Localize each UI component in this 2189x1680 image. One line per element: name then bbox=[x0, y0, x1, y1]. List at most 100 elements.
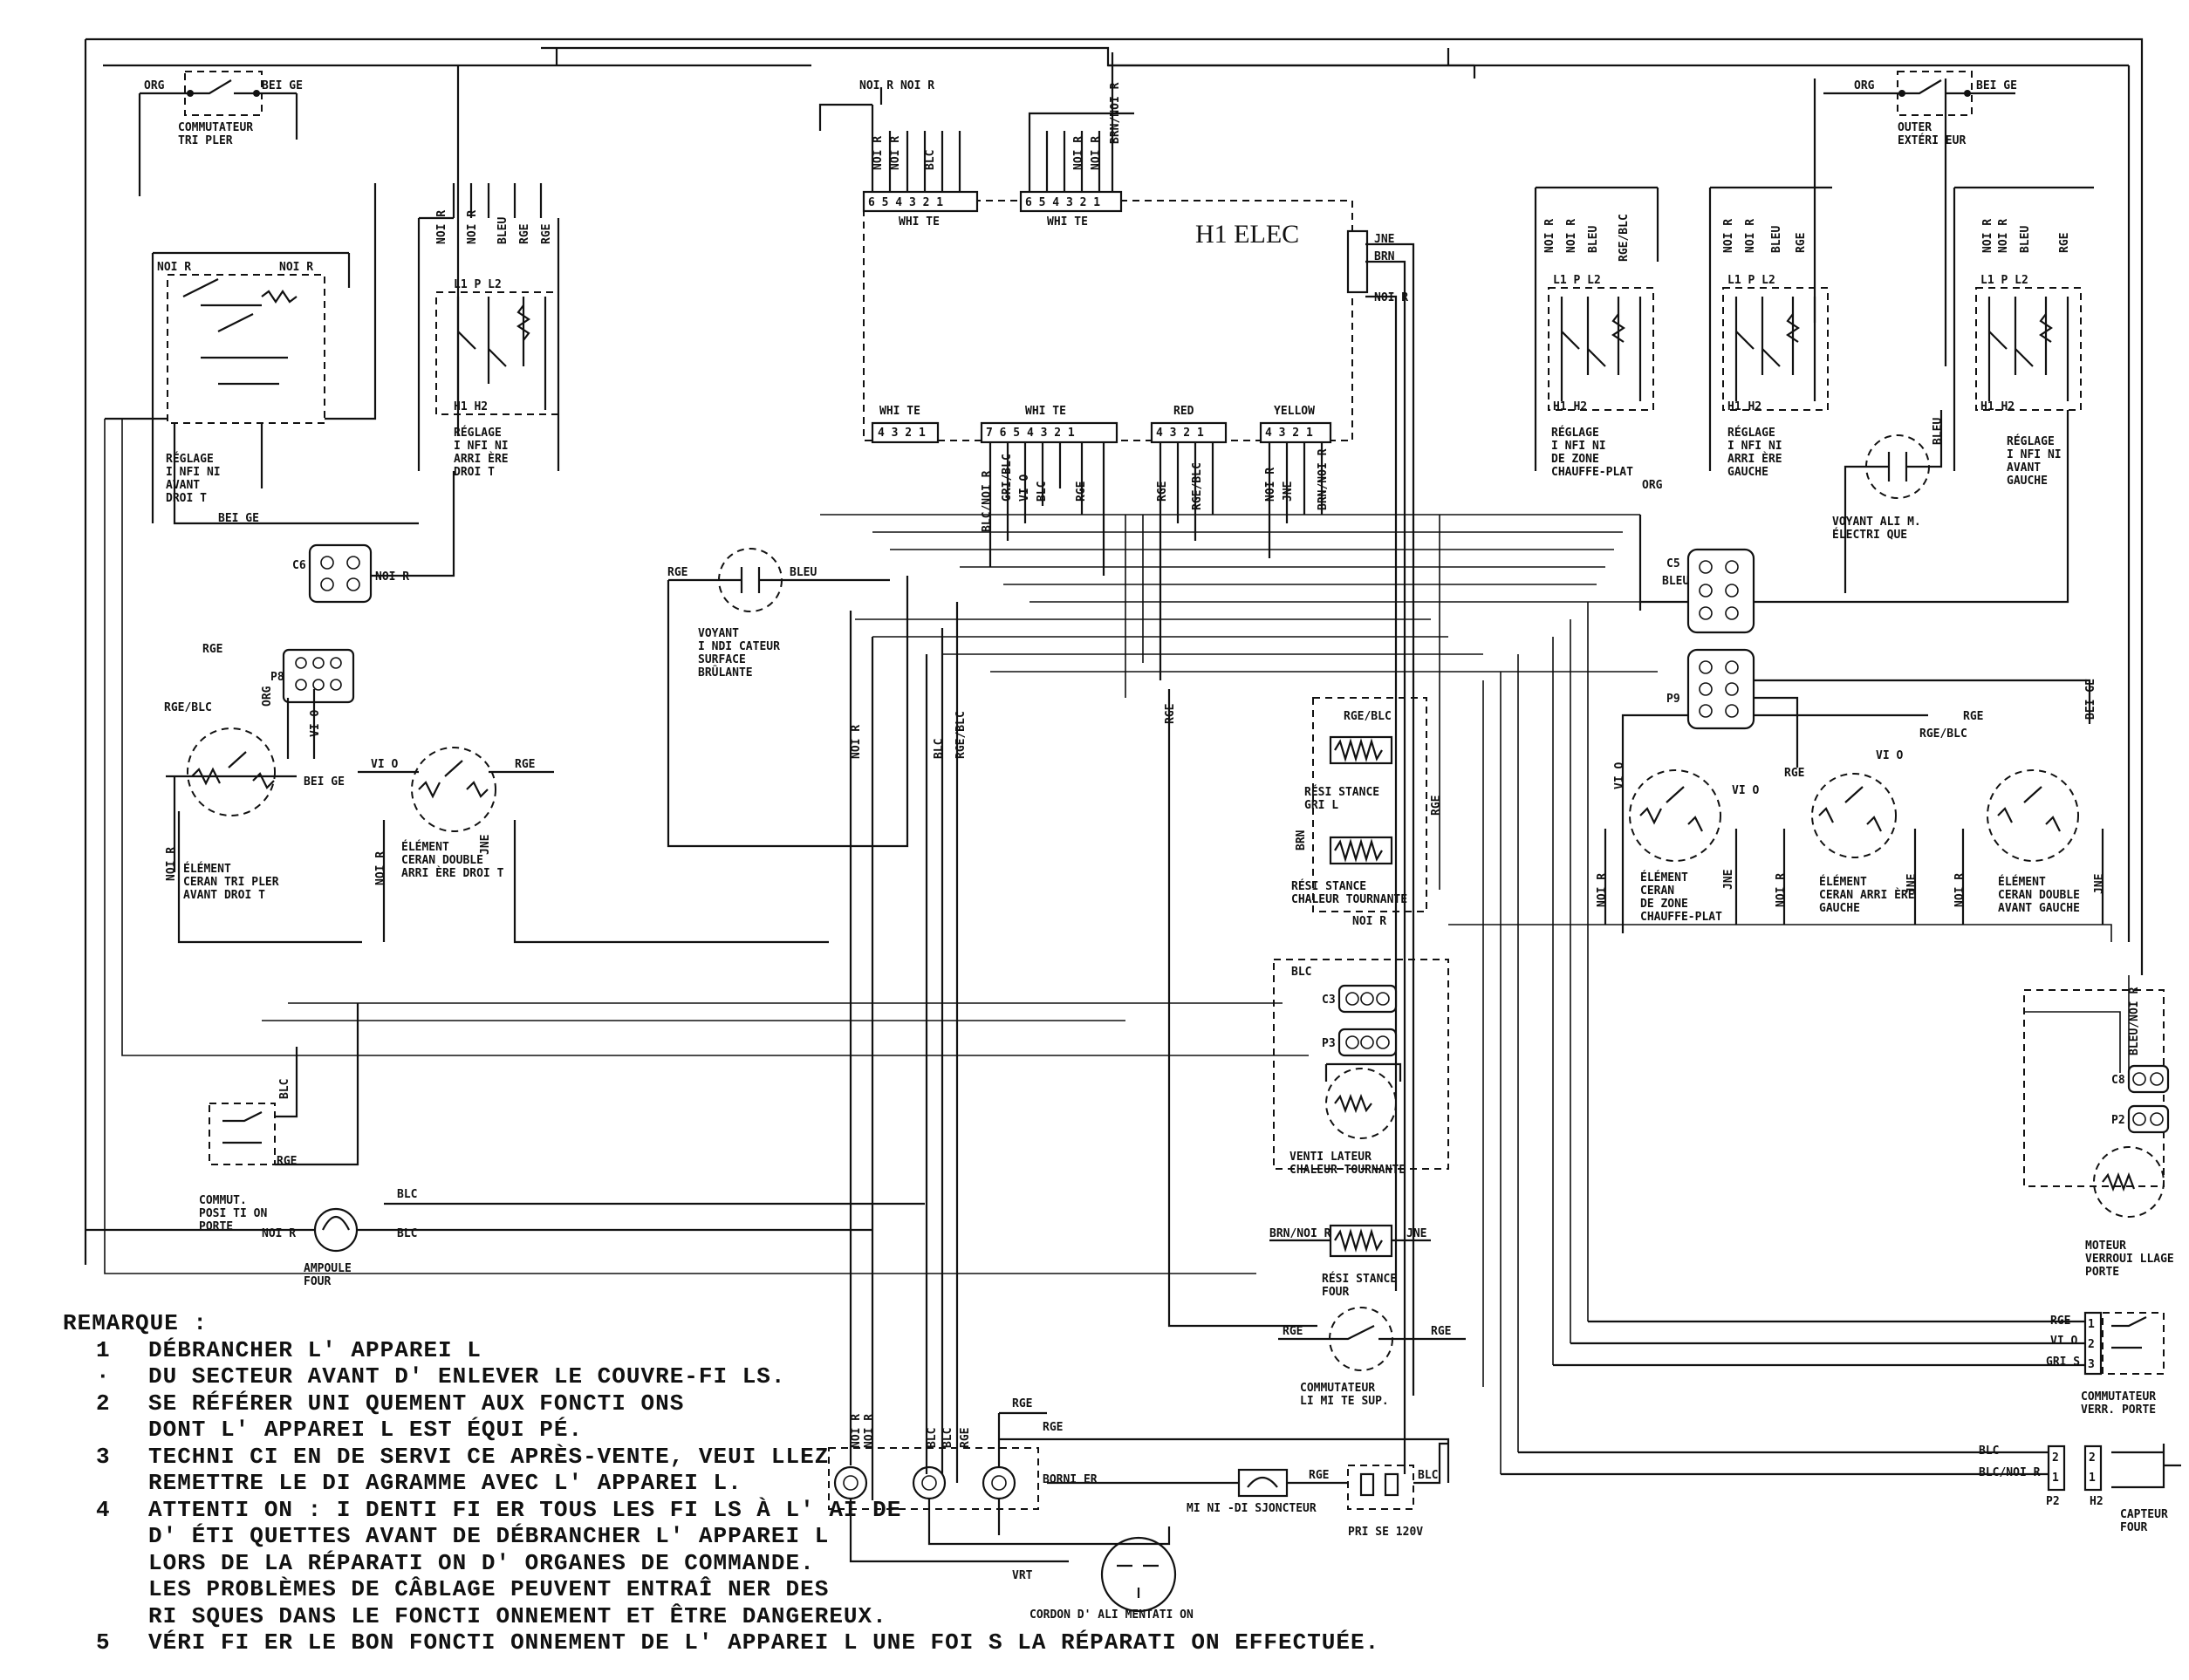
svg-text:RGE/BLC: RGE/BLC bbox=[1344, 710, 1392, 723]
svg-text:RGE: RGE bbox=[1283, 1325, 1303, 1338]
svg-text:NOI R: NOI R bbox=[850, 725, 863, 759]
svg-text:RED: RED bbox=[1173, 405, 1194, 418]
svg-text:2: 2 bbox=[2089, 1451, 2096, 1465]
svg-text:VI O: VI O bbox=[309, 710, 322, 737]
connector-c5: C5 BLEU bbox=[1638, 410, 2069, 634]
svg-text:ORG: ORG bbox=[1854, 79, 1875, 92]
note-text: ATTENTI ON : I DENTI FI ER TOUS LES FI L… bbox=[148, 1496, 902, 1523]
cordon-alimentation: VRT CORDON D' ALI MENTATI ON bbox=[849, 1499, 1194, 1622]
svg-text:NOI R: NOI R bbox=[1722, 219, 1735, 253]
svg-text:BEI GE: BEI GE bbox=[304, 775, 345, 789]
long-connecting-wires bbox=[104, 419, 2130, 1474]
svg-text:NOI R: NOI R bbox=[374, 851, 387, 885]
note-text: LORS DE LA RÉPARATI ON D' ORGANES DE COM… bbox=[148, 1549, 815, 1576]
board-lower-wires: BLC/NOI R GRI/BLC VI O BLC RGE RGE RGE/B… bbox=[981, 442, 1330, 680]
svg-text:P3: P3 bbox=[1322, 1037, 1336, 1050]
svg-text:BLC: BLC bbox=[278, 1079, 291, 1099]
svg-text:4 3 2 1: 4 3 2 1 bbox=[1156, 427, 1204, 440]
svg-text:BRN/NOI R: BRN/NOI R bbox=[1109, 82, 1122, 144]
svg-text:NOI R: NOI R bbox=[863, 1414, 876, 1448]
svg-text:NOI R: NOI R bbox=[466, 210, 479, 244]
svg-text:P2: P2 bbox=[2111, 1114, 2125, 1127]
note-text: DONT L' APPAREI L EST ÉQUI PÉ. bbox=[148, 1417, 584, 1443]
svg-text:VI O: VI O bbox=[1018, 475, 1031, 502]
svg-text:BRN/NOI R: BRN/NOI R bbox=[1317, 448, 1330, 510]
svg-text:C3: C3 bbox=[1322, 994, 1336, 1007]
wire-label-noir: NOI R bbox=[157, 261, 191, 274]
svg-text:NOI R: NOI R bbox=[889, 136, 902, 170]
svg-text:GRI/BLC: GRI/BLC bbox=[1001, 454, 1014, 502]
svg-text:BLEU: BLEU bbox=[1932, 418, 1945, 445]
svg-text:RGE: RGE bbox=[277, 1155, 297, 1168]
main-wire-bundle bbox=[84, 38, 2144, 1265]
svg-text:6 5 4 3 2 1: 6 5 4 3 2 1 bbox=[1025, 196, 1100, 209]
svg-text:RGE/BLC: RGE/BLC bbox=[1919, 727, 1967, 741]
svg-text:BLC: BLC bbox=[397, 1188, 417, 1201]
svg-text:BLC: BLC bbox=[933, 739, 946, 759]
svg-text:BEI GE: BEI GE bbox=[1976, 79, 2017, 92]
note-text: RI SQUES DANS LE FONCTI ONNEMENT ET ÊTRE… bbox=[148, 1602, 887, 1629]
svg-text:RGE: RGE bbox=[1795, 233, 1808, 253]
svg-text:RGE: RGE bbox=[202, 643, 222, 656]
voyant-alim: VOYANT ALI M.ÉLECTRI QUE BLEU bbox=[1832, 410, 1945, 593]
svg-text:NOI R: NOI R bbox=[1543, 219, 1556, 253]
connector-c6: C6 NOI R BEI GE bbox=[218, 471, 455, 604]
left-vertical-wires: NOI R BLC RGE/BLC RGE bbox=[849, 602, 1317, 1500]
svg-text:BLC: BLC bbox=[941, 1428, 954, 1448]
svg-text:BLEU: BLEU bbox=[1587, 226, 1600, 253]
svg-text:RGE: RGE bbox=[667, 566, 687, 579]
svg-text:1: 1 bbox=[2088, 1318, 2095, 1331]
terminal-labels: H1 H2 bbox=[454, 400, 488, 413]
svg-text:BEI GE: BEI GE bbox=[2084, 679, 2097, 720]
svg-text:BLC: BLC bbox=[1979, 1444, 1999, 1458]
note-text: DU SECTEUR AVANT D' ENLEVER LE COUVRE-FI… bbox=[148, 1363, 786, 1390]
svg-text:H1 H2: H1 H2 bbox=[1727, 400, 1761, 413]
svg-text:RGE: RGE bbox=[1043, 1421, 1063, 1434]
note-text: VÉRI FI ER LE BON FONCTI ONNEMENT DE L' … bbox=[148, 1629, 1380, 1656]
svg-text:NOI R: NOI R bbox=[1374, 291, 1408, 304]
svg-text:C8: C8 bbox=[2111, 1074, 2125, 1087]
note-text: D' ÉTI QUETTES AVANT DE DÉBRANCHER L' AP… bbox=[148, 1523, 830, 1549]
svg-text:3: 3 bbox=[2088, 1358, 2095, 1371]
svg-text:NOI R: NOI R bbox=[872, 136, 885, 170]
svg-text:RGE: RGE bbox=[2058, 233, 2071, 253]
svg-text:JNE: JNE bbox=[1406, 1227, 1426, 1240]
svg-text:NOI R: NOI R bbox=[1775, 873, 1788, 907]
svg-text:WHI TE: WHI TE bbox=[899, 215, 940, 229]
svg-text:BLEU: BLEU bbox=[2019, 226, 2032, 253]
svg-text:NOI R: NOI R bbox=[1264, 468, 1277, 502]
svg-text:L1 P L2: L1 P L2 bbox=[1727, 274, 1775, 287]
svg-text:BLEU: BLEU bbox=[1770, 226, 1783, 253]
svg-text:4 3 2 1: 4 3 2 1 bbox=[1265, 427, 1313, 440]
note-line: RI SQUES DANS LE FONCTI ONNEMENT ET ÊTRE… bbox=[63, 1603, 1372, 1630]
svg-text:2: 2 bbox=[2052, 1451, 2059, 1465]
svg-text:BLC: BLC bbox=[1418, 1469, 1438, 1482]
svg-text:BRN: BRN bbox=[1295, 830, 1308, 850]
svg-text:RGE: RGE bbox=[959, 1428, 972, 1448]
svg-text:RGE: RGE bbox=[1784, 767, 1804, 780]
svg-text:RGE: RGE bbox=[1156, 481, 1169, 502]
svg-text:NOI R: NOI R bbox=[1744, 219, 1757, 253]
svg-text:NOI R: NOI R bbox=[435, 210, 448, 244]
svg-text:JNE: JNE bbox=[1282, 481, 1295, 502]
